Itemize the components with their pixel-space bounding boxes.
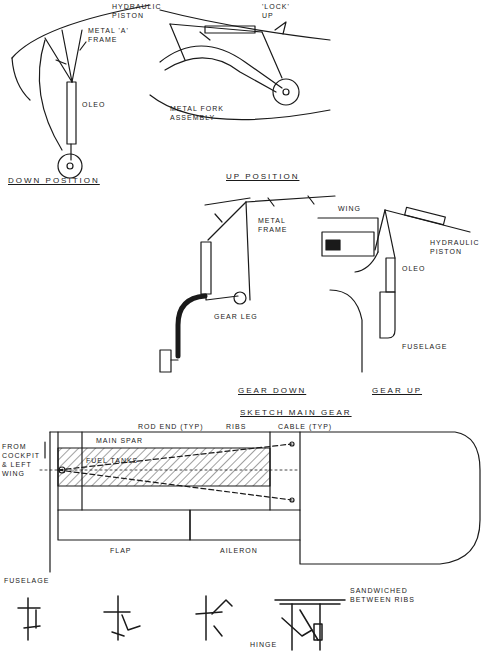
part-label: WING [338,204,361,213]
part-label: 'LOCK' UP [262,2,296,20]
part-label: RIBS [226,422,246,431]
part-label: ROD END (TYP) [138,422,204,431]
view-heading: GEAR DOWN [238,386,306,395]
part-label: METAL FRAME [258,216,298,234]
part-label: OLEO [402,264,425,273]
note-label: SANDWICHED BETWEEN RIBS [350,586,420,604]
part-label: FUEL TANKS [86,456,138,465]
part-label: METAL 'A' FRAME [88,26,130,44]
part-label: MAIN SPAR [96,436,143,445]
note-label: FROM COCKPIT & LEFT WING [2,442,42,478]
part-label: HINGE [250,640,277,649]
view-heading: DOWN POSITION [8,176,100,185]
part-label: OLEO [82,100,105,109]
part-label: HYDRAULIC PISTON [112,2,162,20]
part-label: HYDRAULIC PISTON [430,238,490,256]
section-heading: SKETCH MAIN GEAR [240,408,352,417]
view-heading: GEAR UP [372,386,422,395]
part-label: METAL FORK ASSEMBLY [170,104,240,122]
part-label: FLAP [110,546,132,555]
part-label: FUSELAGE [4,576,49,585]
part-label: FUSELAGE [402,342,447,351]
part-label: CABLE (TYP) [278,422,332,431]
view-heading: UP POSITION [226,172,299,181]
part-label: GEAR LEG [214,312,258,321]
part-label: AILERON [220,546,258,555]
